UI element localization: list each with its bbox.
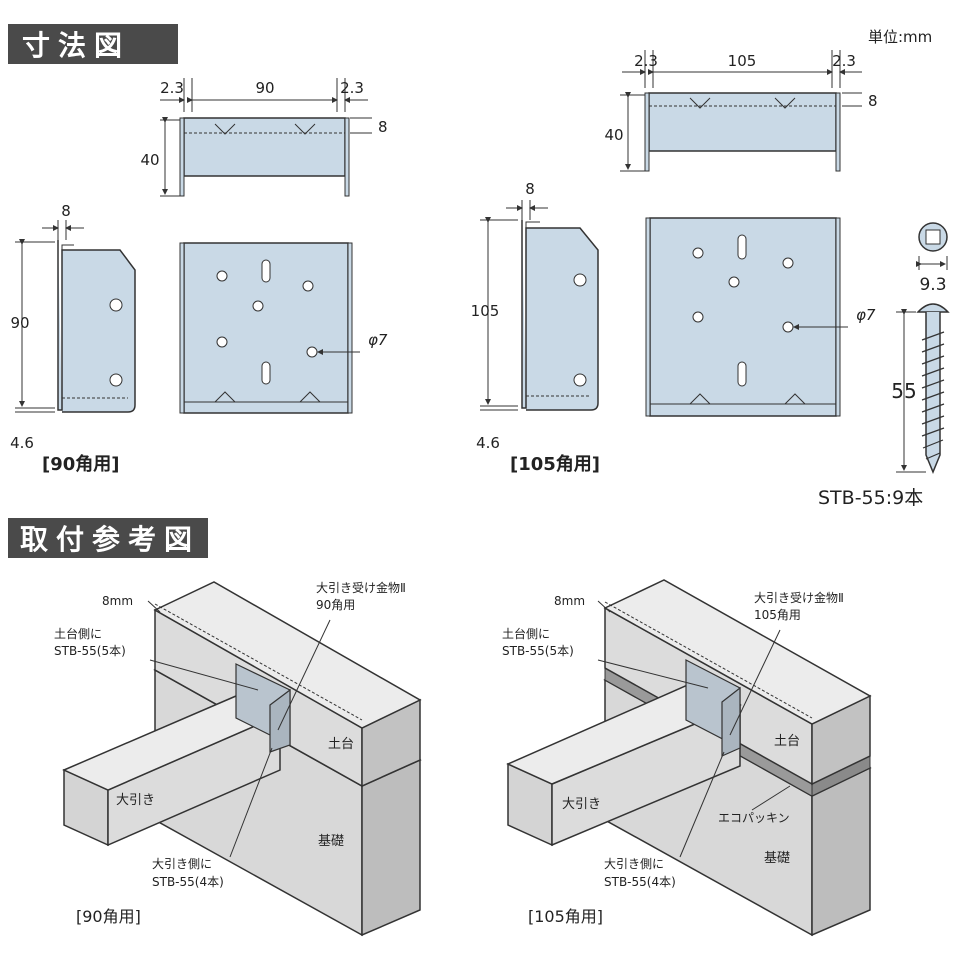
bracket-90-side-view: 8 90 4.6 [90角用] [10,202,136,475]
install-90-beam-side-1: 大引き側に [152,857,212,871]
dim-105-side-height: 105 [471,302,500,320]
bracket-90-front-view: φ7 [179,242,388,414]
dim-90-hole: φ7 [368,331,388,349]
dim-105-side-offset: 8 [525,180,535,198]
install-105-gap: 8mm [554,594,585,608]
install-105-foundation: 基礎 [764,851,790,866]
install-105-sill-side-1: 土台側に [502,626,550,641]
install-105-packing: エコパッキン [718,811,790,825]
install-90-beam-side-2: STB-55(4本) [152,875,224,889]
dim-105-hole: φ7 [856,306,876,324]
install-90-sill-side-2: STB-55(5本) [54,644,126,658]
dim-90-right-flange: 2.3 [340,79,364,97]
install-105-sill-side-2: STB-55(5本) [502,644,574,658]
dim-105-bottom-offset: 4.6 [476,434,500,452]
screw-head-dim: 9.3 [919,275,946,295]
dim-105-width: 105 [728,52,757,70]
bracket-105-top-view: 2.3 105 2.3 40 8 [604,50,878,172]
screw-stb55: 9.3 55 STB-55:9本 [818,222,950,509]
caption-90-dims: [90角用] [42,453,120,475]
dim-90-top-height: 40 [140,151,159,169]
dimensions-title: 寸法図 [22,29,130,62]
dim-90-side-offset: 8 [61,202,71,220]
install-90-diagram: 8mm 大引き受け金物Ⅱ 90角用 土台側に STB-55(5本) 土台 大引き… [54,580,422,937]
dim-90-bottom-offset: 4.6 [10,434,34,452]
caption-90-install: [90角用] [76,907,141,926]
install-105-beam-side-1: 大引き側に [604,857,664,871]
dim-105-right-flange: 2.3 [832,52,856,70]
install-90-product-1: 大引き受け金物Ⅱ [316,580,406,595]
install-90-sill-side-1: 土台側に [54,626,102,641]
install-90-sill: 土台 [328,737,354,752]
dim-90-side-height: 90 [10,314,29,332]
bracket-105-side-view: 8 105 4.6 [105角用] [471,180,600,475]
install-105-product-1: 大引き受け金物Ⅱ [754,590,844,605]
bracket-90-top-view: 2.3 90 2.3 40 8 [140,78,388,197]
install-105-product-2: 105角用 [754,608,801,622]
caption-105-install: [105角用] [528,907,603,926]
dim-90-left-flange: 2.3 [160,79,184,97]
caption-105-dims: [105角用] [510,453,600,475]
install-90-beam: 大引き [116,793,155,808]
screw-length-dim: 55 [891,379,916,403]
dimensions-header: 寸法図 [8,24,178,64]
install-105-sill: 土台 [774,734,800,749]
install-105-diagram: 8mm 大引き受け金物Ⅱ 105角用 土台側に STB-55(5本) 土台 大引… [502,579,872,937]
install-105-beam: 大引き [562,797,601,812]
install-header: 取付参考図 [8,518,208,558]
dim-105-left-flange: 2.3 [634,52,658,70]
dim-90-width: 90 [255,79,274,97]
install-90-gap: 8mm [102,594,133,608]
install-105-beam-side-2: STB-55(4本) [604,875,676,889]
install-90-foundation: 基礎 [318,834,344,849]
install-90-product-2: 90角用 [316,598,355,612]
dim-90-top-gap: 8 [378,118,388,136]
install-title: 取付参考図 [20,523,200,556]
unit-label: 単位:mm [868,28,932,46]
dim-105-top-height: 40 [604,126,623,144]
bracket-105-front-view: φ7 [645,217,876,417]
screw-caption: STB-55:9本 [818,487,923,509]
dim-105-top-gap: 8 [868,92,878,110]
